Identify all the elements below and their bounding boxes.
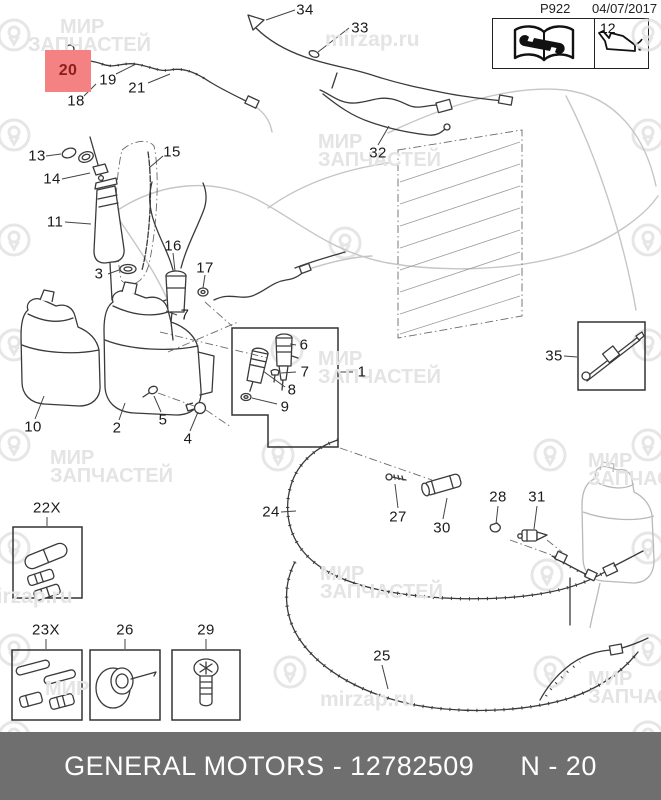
part-label-25[interactable]: 25 bbox=[373, 647, 391, 665]
body-contour-lines bbox=[111, 88, 659, 311]
part-label-14[interactable]: 14 bbox=[43, 170, 61, 188]
hatched-panel bbox=[397, 129, 523, 339]
watermark-text: ЗАПЧАСТЕЙ bbox=[318, 149, 441, 171]
watermark-text: mirzap.ru bbox=[325, 28, 420, 51]
part-label-34[interactable]: 34 bbox=[296, 1, 314, 19]
kit-box-22x bbox=[12, 526, 83, 601]
footer-bar: GENERAL MOTORS - 12782509 N - 20 bbox=[0, 732, 661, 800]
part-label-29[interactable]: 29 bbox=[197, 621, 215, 639]
manual-book-wrench-icon bbox=[493, 19, 595, 68]
watermark-text: ЗАПЧАСТЕЙ bbox=[320, 581, 443, 603]
kit-box-29 bbox=[171, 649, 241, 721]
washer-hose-32 bbox=[319, 72, 453, 136]
part-label-7[interactable]: 7 bbox=[300, 363, 310, 381]
reference-legend-box: 12 bbox=[492, 18, 649, 69]
part-label-28[interactable]: 28 bbox=[489, 488, 507, 506]
watermark-text: mirzap.ru bbox=[0, 585, 73, 608]
footer-brand-partnumber: GENERAL MOTORS - 12782509 bbox=[64, 750, 475, 781]
part-label-18[interactable]: 18 bbox=[67, 92, 85, 110]
filler-neck-assembly bbox=[61, 136, 125, 301]
clip-5-elbow-4 bbox=[142, 321, 239, 428]
part-label-8[interactable]: 8 bbox=[287, 381, 297, 399]
part-label-21[interactable]: 21 bbox=[128, 79, 146, 97]
part-label-24[interactable]: 24 bbox=[262, 503, 280, 521]
part-label-13[interactable]: 13 bbox=[28, 147, 46, 165]
part-label-9[interactable]: 9 bbox=[280, 398, 290, 416]
page-date: 04/07/2017 bbox=[592, 1, 658, 16]
center-hose bbox=[159, 251, 346, 359]
part-label-23x[interactable]: 23X bbox=[32, 621, 60, 639]
watermark-text: МИР bbox=[45, 678, 90, 700]
reservoir-tank-2 bbox=[103, 281, 215, 416]
part-label-16[interactable]: 16 bbox=[164, 237, 182, 255]
page-code: P922 bbox=[540, 1, 571, 16]
part-label-20[interactable]: 20 bbox=[45, 50, 91, 92]
watermark-text: МИР bbox=[318, 348, 363, 370]
part-label-17[interactable]: 17 bbox=[196, 259, 214, 277]
watermark-text: МИР bbox=[60, 16, 105, 38]
hose-harness-25 bbox=[284, 561, 649, 713]
part-label-11[interactable]: 11 bbox=[46, 213, 64, 231]
footer-page-ref: N - 20 bbox=[520, 750, 597, 781]
watermark-text: МИР bbox=[320, 563, 365, 585]
watermark-text: МИР bbox=[588, 450, 633, 472]
diagram-art bbox=[0, 9, 661, 732]
hose-harness-24 bbox=[285, 438, 644, 601]
watermark-text: ЗАПЧАСТЕЙ bbox=[588, 468, 661, 490]
part-label-33[interactable]: 33 bbox=[351, 19, 369, 37]
leader-lines bbox=[34, 9, 578, 690]
part-label-10[interactable]: 10 bbox=[24, 418, 42, 436]
part-label-22x[interactable]: 22X bbox=[33, 499, 61, 517]
watermark-text: ЗАПЧАСТЕЙ bbox=[50, 465, 173, 487]
part-label-27[interactable]: 27 bbox=[389, 508, 407, 526]
part-label-26[interactable]: 26 bbox=[116, 621, 134, 639]
washer-hose-18 bbox=[65, 44, 260, 109]
kit-box-23x bbox=[11, 649, 83, 721]
part-label-30[interactable]: 30 bbox=[433, 519, 451, 537]
watermark-text: ЗАПЧАСТЕЙ bbox=[588, 686, 661, 708]
part-label-1[interactable]: 1 bbox=[357, 363, 367, 381]
watermark-text: ЗАПЧАСТЕЙ bbox=[318, 366, 441, 388]
watermark-text: mirzap.ru bbox=[320, 688, 415, 711]
part-label-7[interactable]: 7 bbox=[180, 306, 190, 324]
nozzle-parts-27-30-28-31 bbox=[385, 473, 563, 553]
reservoir-tank-10 bbox=[20, 289, 101, 407]
right-reservoir-outline bbox=[551, 461, 655, 629]
part-label-19[interactable]: 19 bbox=[99, 71, 117, 89]
watermark-text: МИР bbox=[588, 668, 633, 690]
part-label-15[interactable]: 15 bbox=[163, 143, 181, 161]
part-label-32[interactable]: 32 bbox=[369, 144, 387, 162]
part-label-3[interactable]: 3 bbox=[94, 265, 104, 283]
watermark-text: МИР bbox=[50, 447, 95, 469]
detail-box-35 bbox=[577, 321, 646, 391]
part-label-4[interactable]: 4 bbox=[183, 430, 193, 448]
washer-hose-34 bbox=[247, 14, 514, 106]
part-label-5[interactable]: 5 bbox=[158, 411, 168, 429]
part-label-6[interactable]: 6 bbox=[299, 336, 309, 354]
kit-box-26 bbox=[89, 649, 161, 721]
part-label-31[interactable]: 31 bbox=[528, 488, 546, 506]
detail-box-1 bbox=[231, 327, 339, 448]
oil-ref-number: 12 bbox=[600, 20, 616, 36]
watermark-text: МИР bbox=[318, 131, 363, 153]
part-label-2[interactable]: 2 bbox=[112, 419, 122, 437]
part-label-35[interactable]: 35 bbox=[545, 347, 563, 365]
